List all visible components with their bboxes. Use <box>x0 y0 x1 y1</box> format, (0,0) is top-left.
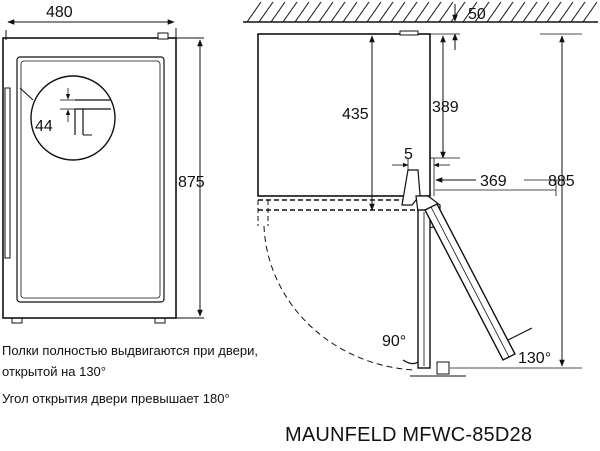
wall-hatching <box>246 1 598 23</box>
angle-130-label: 130° <box>518 350 551 367</box>
door-handle <box>4 87 11 259</box>
model-name: MAUNFELD MFWC-85D28 <box>285 424 533 446</box>
note-line-2: открытой на 130° <box>2 364 106 379</box>
door-swing-arc <box>263 225 415 371</box>
top-view <box>243 1 598 377</box>
note-line-3: Угол открытия двери превышает 180° <box>2 391 230 406</box>
detail-callout-circle <box>30 75 116 161</box>
dim-side-depth-label: 389 <box>432 99 459 116</box>
dim-shelf-label: 44 <box>35 118 53 135</box>
front-view <box>2 19 204 324</box>
cabinet-top-view <box>257 33 431 197</box>
dim-depth-open-label: 885 <box>548 173 575 190</box>
dim-depth-label: 435 <box>342 106 369 123</box>
dim-door-gap-label: 5 <box>404 146 413 163</box>
glass-door-frame <box>16 56 165 303</box>
dim-depth-door-label: 369 <box>480 173 507 190</box>
angle-90-label: 90° <box>382 333 406 350</box>
dim-width-label: 480 <box>46 4 73 21</box>
dim-height-label: 875 <box>178 174 205 191</box>
dim-wall-gap-label: 50 <box>468 6 486 23</box>
cabinet-outline <box>2 37 177 319</box>
note-line-1: Полки полностью выдвигаются при двери, <box>2 343 258 358</box>
